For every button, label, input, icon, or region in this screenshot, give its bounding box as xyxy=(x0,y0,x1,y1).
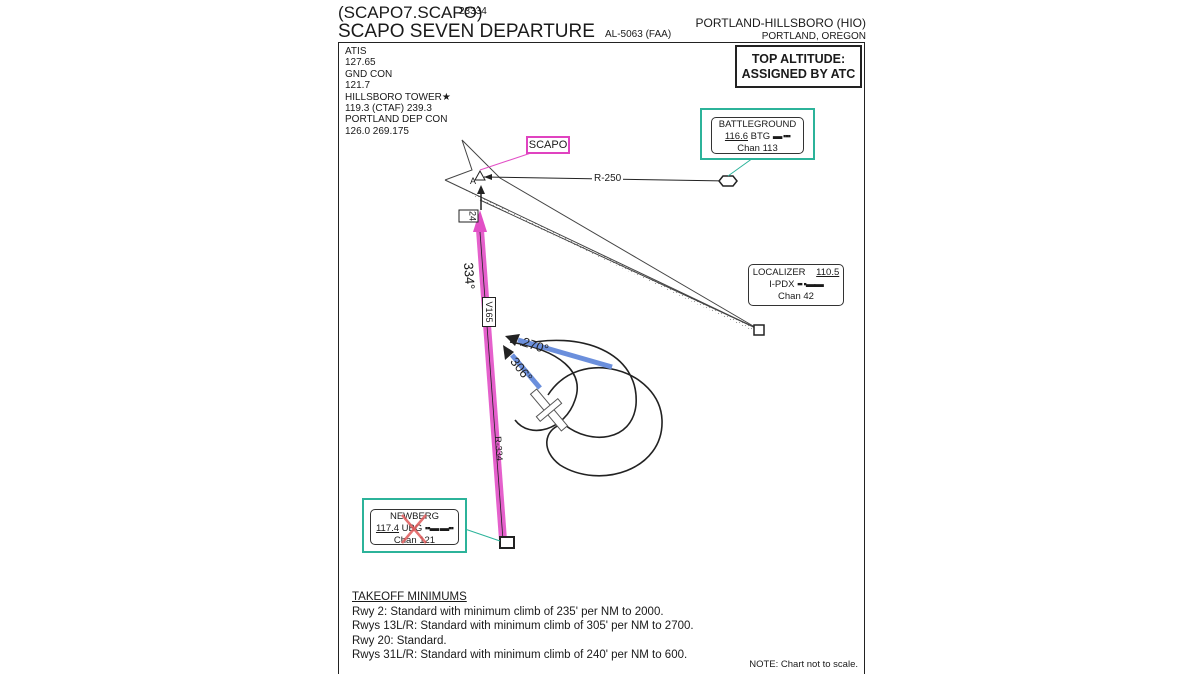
battleground-inner: BATTLEGROUND 116.6 BTG ▬ ▪▪▪ Chan 113 xyxy=(711,117,804,154)
localizer-box: LOCALIZER 110.5 I-PDX ▪▪ ▪▬▬ Chan 42 xyxy=(748,264,844,306)
takeoff-line: Rwys 13L/R: Standard with minimum climb … xyxy=(352,620,694,633)
loc-id-row: I-PDX ▪▪ ▪▬▬ xyxy=(749,279,843,291)
newberg-inner: NEWBERG 117.4 UBG ▪▪▬ ▬▪▪ Chan 121 xyxy=(370,509,459,546)
wedge-edge-lower xyxy=(479,199,761,331)
top-altitude-line1: TOP ALTITUDE: xyxy=(751,52,846,66)
takeoff-line: Rwys 31L/R: Standard with minimum climb … xyxy=(352,649,688,662)
takeoff-minimums-heading: TAKEOFF MINIMUMS xyxy=(352,591,467,603)
al-number: AL-5063 (FAA) xyxy=(605,29,672,40)
takeoff-line: Rwy 20: Standard. xyxy=(352,634,447,647)
loc-chan: Chan 42 xyxy=(778,291,814,302)
r250-arrowhead xyxy=(484,174,492,180)
ubg-freq: 117.4 xyxy=(375,523,400,534)
procedure-code: (SCAPO7.SCAPO) xyxy=(338,3,483,22)
heading-270-line xyxy=(517,337,613,370)
top-altitude-line2: ASSIGNED BY ATC xyxy=(741,67,856,81)
r250-label: R-250 xyxy=(592,173,624,184)
scapo-arrow-head xyxy=(477,185,485,194)
decommissioned-x-icon xyxy=(401,514,427,544)
heading-306-line xyxy=(510,353,542,390)
loc-label: LOCALIZER xyxy=(752,267,806,278)
freq-line: ATIS xyxy=(345,46,367,57)
frequency-list: ATIS 127.65 GND CON 121.7 HILLSBORO TOWE… xyxy=(345,46,451,137)
btg-id: BTG xyxy=(750,131,771,142)
r334-centerline xyxy=(479,231,504,541)
ubg-chan: Chan 121 xyxy=(393,535,436,546)
dme-24-label: 24 xyxy=(458,209,479,223)
course-334-label: 334° xyxy=(461,262,478,290)
r334-label: R-334 xyxy=(493,436,505,462)
ubg-leader xyxy=(461,527,501,542)
heading-306-arrowhead xyxy=(503,345,514,360)
airport-name: PORTLAND-HILLSBORO (HIO) xyxy=(695,16,866,30)
loc-label-row: LOCALIZER 110.5 xyxy=(749,267,843,279)
morse-icon: ▪▪ ▪▬▬ xyxy=(797,279,824,290)
freq-line: GND CON xyxy=(345,68,393,80)
turn-arc-large xyxy=(546,367,663,477)
scapo-fix-label: SCAPO xyxy=(526,136,570,154)
morse-icon: ▪▪▬ ▬▪▪ xyxy=(424,523,454,534)
chart-frame xyxy=(338,42,865,674)
turn-arc-mid xyxy=(519,339,637,438)
freq-line: PORTLAND DEP CON xyxy=(345,114,448,126)
scale-note: NOTE: Chart not to scale. xyxy=(749,659,858,670)
takeoff-line: Rwy 2: Standard with minimum climb of 23… xyxy=(352,605,664,618)
btg-freq-row: 116.6 BTG ▬ ▪▪▪ xyxy=(712,131,803,143)
heading-270-arrowhead xyxy=(505,334,520,346)
loc-id: I-PDX xyxy=(769,279,795,290)
ubg-name: NEWBERG xyxy=(389,511,440,522)
newberg-box: NEWBERG 117.4 UBG ▪▪▬ ▬▪▪ Chan 121 xyxy=(362,498,467,553)
localizer-icon xyxy=(753,324,765,336)
freq-line: 126.0 269.175 xyxy=(345,125,409,137)
fix-marker-label: A xyxy=(470,176,477,186)
btg-chan: Chan 113 xyxy=(737,143,778,154)
wedge-edge-upper xyxy=(444,179,761,331)
freq-line: 121.7 xyxy=(345,80,371,92)
battleground-box: BATTLEGROUND 116.6 BTG ▬ ▪▪▪ Chan 113 xyxy=(700,108,815,160)
scapo-fix-triangle xyxy=(474,169,486,181)
airport-city: PORTLAND, OREGON xyxy=(761,31,866,42)
top-altitude-box: TOP ALTITUDE: ASSIGNED BY ATC xyxy=(735,45,862,88)
magenta-arrowhead xyxy=(473,210,487,232)
ubg-vordme-icon xyxy=(499,536,515,549)
freq-line: 127.65 xyxy=(345,57,376,69)
chart-number: 23334 xyxy=(459,6,487,17)
btg-vor-icon xyxy=(718,175,738,187)
btg-freq: 116.6 xyxy=(724,131,748,142)
page-title: SCAPO SEVEN DEPARTURE xyxy=(338,21,595,42)
morse-icon: ▬ ▪▪▪ xyxy=(772,131,791,142)
turn-arc-small xyxy=(509,341,578,432)
freq-line: HILLSBORO TOWER★ xyxy=(345,91,451,103)
freq-line: 119.3 (CTAF) 239.3 xyxy=(345,103,432,115)
wedge-feather xyxy=(444,139,761,331)
loc-freq: 110.5 xyxy=(816,267,840,278)
airway-v165-label: V165 xyxy=(482,297,496,327)
takeoff-minimums: TAKEOFF MINIMUMS Rwy 2: Standard with mi… xyxy=(352,590,694,663)
runway-symbol xyxy=(529,388,569,432)
btg-name: BATTLEGROUND xyxy=(718,119,797,130)
